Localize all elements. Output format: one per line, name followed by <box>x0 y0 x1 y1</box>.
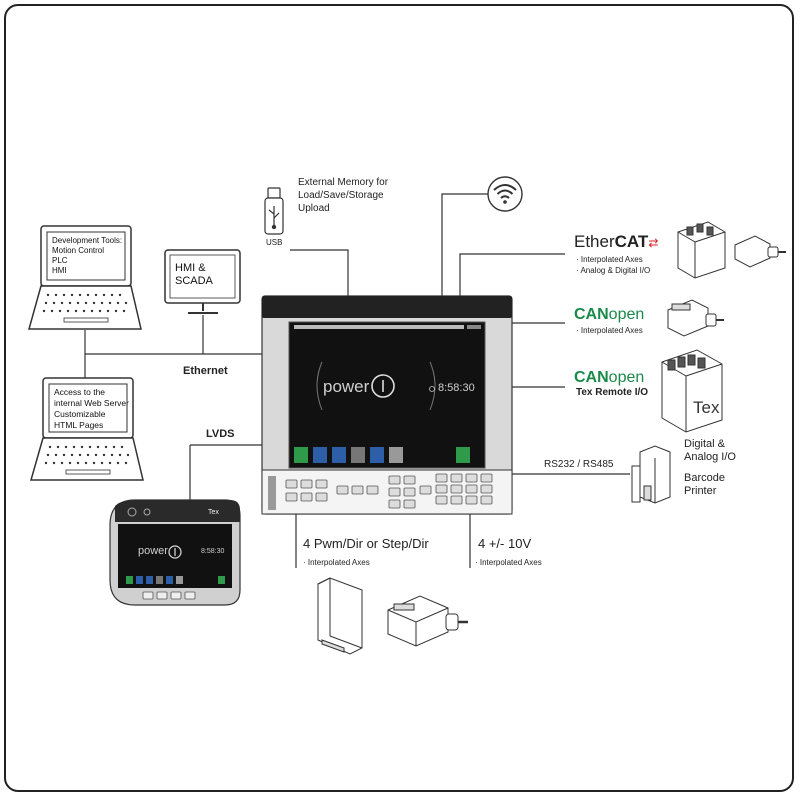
wifi-icon <box>487 176 523 212</box>
ethercat-items: · Interpolated Axes · Analog & Digital I… <box>576 254 650 276</box>
screen-file-icon <box>332 447 346 463</box>
ethercat-prefix: Ether <box>574 232 615 251</box>
laptop-top-line: HMI <box>52 266 67 275</box>
laptop-bottom <box>30 377 144 481</box>
screen-folder-icon <box>313 447 327 463</box>
pendant-power-word: power <box>138 545 168 557</box>
pendant-brand: Tex <box>208 509 219 516</box>
pwm-label-b: Step/Dir <box>381 536 429 551</box>
usb-label: USB <box>266 238 283 247</box>
barcode-label: Barcode Printer <box>684 472 725 498</box>
ethercat-motor <box>734 235 786 268</box>
usb-text-line: Upload <box>298 203 330 214</box>
usb-icon <box>264 187 284 235</box>
analog-10v-sub: · Interpolated Axes <box>475 558 542 567</box>
barcode-line: Barcode <box>684 472 725 484</box>
pwm-label-or: or <box>366 536 379 551</box>
hmi-monitor-text: HMI & SCADA <box>175 262 213 288</box>
canopen-1-item: · Interpolated Axes <box>576 326 643 335</box>
tex-box-label: Tex <box>693 398 720 417</box>
rs232-label: RS232 / RS485 <box>544 459 614 470</box>
canopen-1-suffix: open <box>608 306 645 323</box>
ethercat-io-module <box>677 221 726 279</box>
screen-tool-icon <box>389 447 403 463</box>
laptop-bottom-line: HTML Pages <box>54 420 104 430</box>
laptop-bottom-line: internal Web Server <box>54 398 129 408</box>
wifi-line <box>441 193 488 297</box>
digital-analog-line: Analog I/O <box>684 451 736 463</box>
pwm-label-a: 4 Pwm/Dir <box>303 536 363 551</box>
laptop-top-line: PLC <box>52 256 68 265</box>
pendant-clock: 8:58:30 <box>201 548 225 555</box>
laptop-top-line: Motion Control <box>52 246 105 255</box>
canopen-motor <box>667 299 724 337</box>
canopen-1-prefix: CAN <box>574 306 609 323</box>
canopen-2-suffix: open <box>608 369 645 386</box>
diagram-frame <box>4 4 794 792</box>
ethercat-line <box>459 253 565 297</box>
canopen-logo-2: CANopen <box>574 369 644 387</box>
screen-clock: 8:58:30 <box>438 382 475 394</box>
canopen-2-prefix: CAN <box>574 369 609 386</box>
laptop-top-text: Development Tools: Motion Control PLC HM… <box>52 236 122 276</box>
laptop-bottom-line: Customizable <box>54 409 106 419</box>
lvds-label: LVDS <box>206 428 235 440</box>
usb-line <box>290 249 349 297</box>
laptop-bottom-text: Access to the internal Web Server Custom… <box>54 387 129 431</box>
usb-description: External Memory for Load/Save/Storage Up… <box>298 176 388 215</box>
hmi-line: SCADA <box>175 275 213 287</box>
screen-doc-icon <box>370 447 384 463</box>
screen-hand-icon <box>294 447 308 463</box>
servo-drive <box>317 577 363 655</box>
main-controller <box>261 295 513 515</box>
tex-remote-io-box <box>661 349 723 433</box>
ethercat-arrow-icon: ⇄ <box>648 236 659 250</box>
pwm-sub: · Interpolated Axes <box>303 558 370 567</box>
laptop-top <box>28 225 142 330</box>
canopen-logo-1: CANopen <box>574 306 644 324</box>
screen-power-word: power <box>323 377 370 396</box>
usb-text-line: External Memory for <box>298 177 389 188</box>
ethercat-suffix: CAT <box>614 232 649 251</box>
canopen-2-item: Tex Remote I/O <box>576 387 649 398</box>
digital-analog-label: Digital & Analog I/O <box>684 438 736 464</box>
hmi-line: HMI & <box>175 262 206 274</box>
digital-io-module <box>631 445 671 504</box>
ethercat-logo: EtherCAT⇄ <box>574 232 658 252</box>
screen-edit-icon <box>351 447 365 463</box>
usb-text-line: Load/Save/Storage <box>298 190 384 201</box>
connection-lines <box>84 193 630 568</box>
ethercat-item: · Interpolated Axes <box>576 255 643 264</box>
barcode-line: Printer <box>684 485 717 497</box>
pendant-device <box>109 499 241 606</box>
laptop-bottom-line: Access to the <box>54 387 106 397</box>
screen-hand-right-icon <box>456 447 470 463</box>
hmi-monitor <box>164 249 241 314</box>
ethercat-item: · Analog & Digital I/O <box>576 266 651 275</box>
servo-motor <box>387 595 468 647</box>
ethernet-label: Ethernet <box>183 365 228 377</box>
digital-analog-line: Digital & <box>684 438 725 450</box>
analog-10v-label: 4 +/- 10V <box>478 536 532 551</box>
laptop-top-line: Development Tools: <box>52 236 123 245</box>
pwm-label: 4 Pwm/Dir or Step/Dir <box>303 536 429 551</box>
